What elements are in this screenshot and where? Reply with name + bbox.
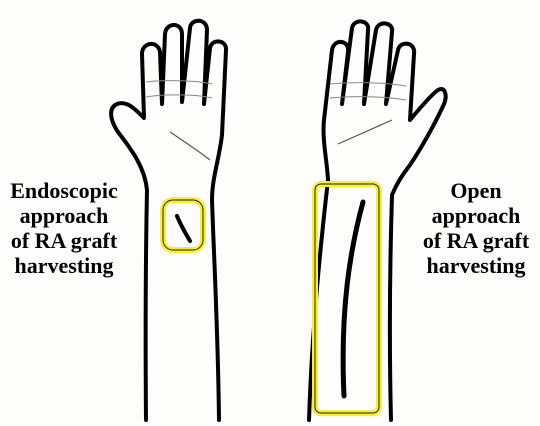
left-finger-crease-1 (146, 81, 212, 84)
right-label-line-4: harvesting (412, 253, 540, 278)
left-finger-crease-2 (146, 95, 212, 98)
right-palm-crease (338, 120, 392, 144)
left-palm-crease (170, 132, 210, 160)
left-label-line-3: of RA graft (0, 228, 128, 253)
left-label-line-2: approach (0, 203, 128, 228)
left-label-line-1: Endoscopic (0, 178, 128, 203)
left-arm (111, 21, 226, 420)
right-hand-outline (324, 21, 446, 195)
right-label-line-1: Open (412, 178, 540, 203)
left-forearm-left-edge (146, 190, 147, 420)
open-incision-mark (343, 202, 363, 396)
right-forearm-right-edge (390, 195, 392, 420)
left-hand-outline (111, 21, 226, 200)
left-forearm-right-edge (212, 200, 219, 420)
endoscopic-incision-mark (177, 216, 190, 241)
endoscopic-approach-label: Endoscopic approach of RA graft harvesti… (0, 178, 128, 278)
right-forearm-left-edge (309, 180, 328, 420)
right-label-line-2: approach (412, 203, 540, 228)
right-label-line-3: of RA graft (412, 228, 540, 253)
open-approach-label: Open approach of RA graft harvesting (412, 178, 540, 278)
left-label-line-4: harvesting (0, 253, 128, 278)
